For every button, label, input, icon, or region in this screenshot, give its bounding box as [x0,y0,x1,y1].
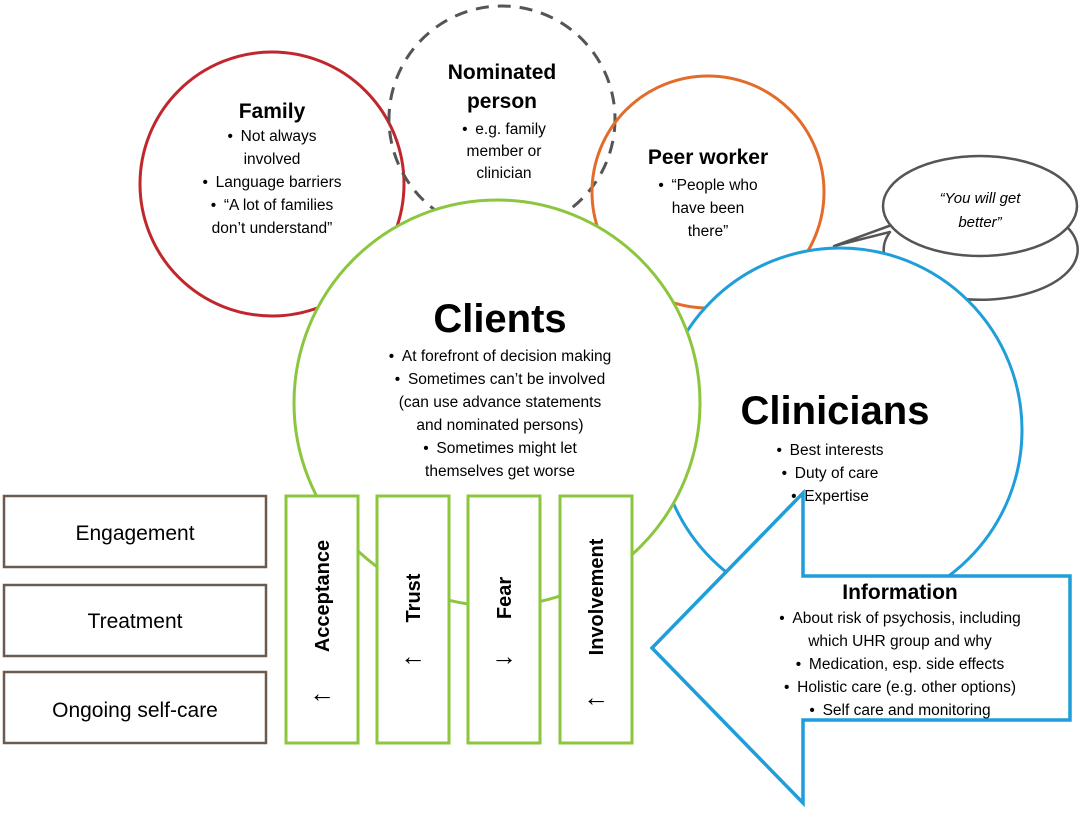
clinicians-line: • Expertise [791,488,869,505]
clinicians-text-group: Clinicians • Best interests • Duty of car… [741,389,930,505]
factor-label-fear: Fear [494,577,516,619]
family-line: • Language barriers [203,174,342,191]
family-line: • Not always [228,128,317,145]
nominated-lines: • e.g. family member or clinician [462,121,546,182]
factor-box-fear [466,494,542,745]
clinicians-line: • Best interests [776,442,883,459]
clients-title: Clients [433,297,566,341]
outcome-box-treatment [2,583,268,658]
outcome-label-treatment: Treatment [88,610,183,633]
family-lines: • Not always involved • Language barriers •… [203,128,342,237]
arrow-left-icon: ← [583,682,609,712]
nominated-circle [387,4,617,234]
peer-line: there” [688,223,729,240]
information-arrow: Information • About risk of psychosis, i… [649,488,1072,808]
clinicians-title: Clinicians [741,389,930,433]
nominated-line: member or [467,143,542,160]
information-line: • About risk of psychosis, including [779,610,1020,627]
arrow-right-icon: → [491,641,517,671]
nominated-line: clinician [476,165,531,182]
nominated-group: Nominated person • e.g. family member or c… [387,4,617,234]
factor-label-involvement: Involvement [586,538,608,655]
family-title: Family [239,100,306,123]
factor-label-trust: Trust [403,573,425,622]
peer-line: • “People who [658,177,757,194]
speech-bubble: “You will get better” [832,154,1079,302]
information-line: • Holistic care (e.g. other options) [784,679,1016,696]
family-line: • “A lot of families [211,197,334,214]
speech-bubble-body [881,154,1079,258]
peer-title: Peer worker [648,146,768,169]
nominated-title-line-2: person [467,90,537,113]
outcome-box-self-care [2,670,268,745]
information-line: which UHR group and why [807,633,992,650]
clients-line: and nominated persons) [416,417,583,434]
information-lines: • About risk of psychosis, including whic… [779,610,1020,719]
information-arrow-shape [649,488,1072,808]
nominated-title-line-1: Nominated [448,61,557,84]
speech-bubble-line-1: “You will get [940,190,1022,207]
factor-box-trust [375,494,451,745]
clients-line: • At forefront of decision making [389,348,612,365]
peer-line: have been [672,200,744,217]
nominated-line: • e.g. family [462,121,546,138]
clients-line: • Sometimes might let [423,440,577,457]
family-circle [138,50,406,318]
clients-line: (can use advance statements [399,394,602,411]
outcome-box-engagement [2,494,268,569]
clinicians-lines: • Best interests • Duty of care • Expertis… [776,442,883,505]
information-title: Information [842,581,958,604]
arrow-left-icon: ← [309,678,335,708]
peer-lines: • “People who have been there” [658,177,757,240]
factor-columns: Acceptance ← Trust ← Fear → Involvement … [284,494,634,745]
clients-line: themselves get worse [425,463,575,480]
outcome-boxes: Engagement Treatment Ongoing self-care [2,494,268,745]
outcome-label-self-care: Ongoing self-care [52,699,218,722]
factor-label-acceptance: Acceptance [312,540,334,652]
clinicians-line: • Duty of care [782,465,879,482]
factor-box-involvement [558,494,634,745]
information-line: • Self care and monitoring [809,702,990,719]
family-line: don’t understand” [212,220,333,237]
clients-lines: • At forefront of decision making • Somet… [389,348,612,480]
speech-bubble-line-2: better” [958,214,1002,231]
arrow-left-icon: ← [400,641,426,671]
family-line: involved [244,151,301,168]
clients-line: • Sometimes can’t be involved [395,371,605,388]
factor-box-acceptance [284,494,360,745]
outcome-label-engagement: Engagement [75,522,194,545]
family-group: Family • Not always involved • Language ba… [138,50,406,318]
information-line: • Medication, esp. side effects [796,656,1005,673]
